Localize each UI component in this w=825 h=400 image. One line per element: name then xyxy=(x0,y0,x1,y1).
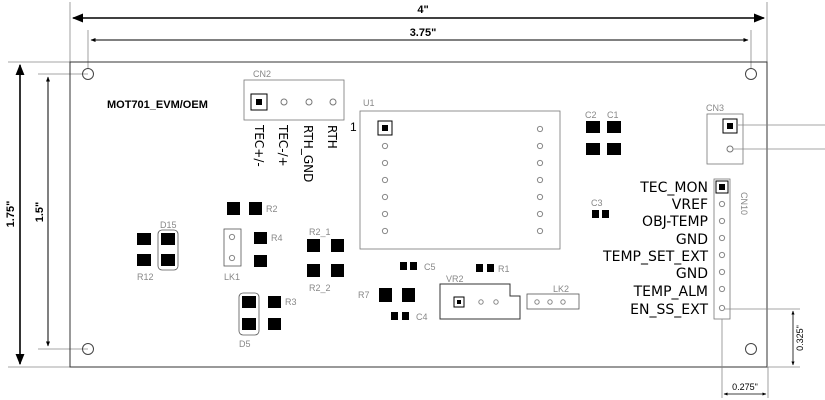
r3-ref: R3 xyxy=(285,297,297,307)
r1-ref: R1 xyxy=(498,264,510,274)
resistor-r4: R4 xyxy=(254,232,283,267)
c5-ref: C5 xyxy=(424,262,436,272)
cn2-pin-label: TEC-/+ xyxy=(276,124,290,167)
r4-ref: R4 xyxy=(271,233,283,243)
r2-2-ref: R2_2 xyxy=(309,283,331,293)
capacitor-c5: C5 xyxy=(400,262,436,272)
dimension-hole-spacing-y: 1.5" xyxy=(34,73,88,350)
module-u1: U1 1 xyxy=(350,98,561,250)
cn10-pin-label: TEMP_SET_EXT xyxy=(602,249,708,265)
u1-ref: U1 xyxy=(363,98,375,108)
jumper-lk1: LK1 xyxy=(223,228,242,282)
cn2-pin-label: RTH_GND xyxy=(301,125,315,182)
resistors-r2-1-r2-2: R2_1 R2_2 xyxy=(307,227,344,293)
mounting-hole xyxy=(745,343,757,355)
board-outline xyxy=(69,61,768,368)
cn10-pin-label: GND xyxy=(676,232,708,248)
cn10-pin-label: VREF xyxy=(672,197,708,213)
dimension-overall-height: 1.75" xyxy=(5,61,70,368)
mounting-hole xyxy=(82,343,94,355)
d15-ref: D15 xyxy=(160,220,177,230)
hole-spacing-x-label: 3.75" xyxy=(410,27,437,39)
u1-pin1-marker: 1 xyxy=(350,120,357,134)
overall-width-label: 4" xyxy=(417,4,428,16)
cn10-offset-x-label: 0.275" xyxy=(732,382,758,392)
dimension-cn10-offset-y: 0.325" xyxy=(725,308,805,368)
cn10-pin-label: TEC_MON xyxy=(639,180,708,196)
mounting-hole xyxy=(82,68,94,80)
board-title: MOT701_EVM/OEM xyxy=(107,99,208,111)
resistor-r2: R2 xyxy=(227,202,278,215)
resistor-r1: R1 xyxy=(476,264,510,274)
vr2-ref: VR2 xyxy=(446,274,464,284)
overall-height-label: 1.75" xyxy=(5,201,17,228)
cn10-ref: CN10 xyxy=(739,192,749,215)
cn2-ref: CN2 xyxy=(253,69,271,79)
r2-1-ref: R2_1 xyxy=(309,227,331,237)
cn10-pin-label: GND xyxy=(676,266,708,282)
cn10-offset-y-label: 0.325" xyxy=(795,325,805,351)
diode-d15: D15 xyxy=(157,220,179,271)
diode-d5: D5 xyxy=(238,292,260,349)
r12-ref: R12 xyxy=(137,272,154,282)
cn10-pin-label: EN_SS_EXT xyxy=(630,302,708,318)
c1-ref: C1 xyxy=(607,110,619,120)
capacitor-c3: C3 xyxy=(591,198,609,218)
cn2-pin-label: TEC+/- xyxy=(252,124,266,167)
capacitor-c4: C4 xyxy=(391,312,428,322)
mounting-hole xyxy=(745,68,757,80)
resistor-r7: R7 xyxy=(358,288,415,302)
d5-ref: D5 xyxy=(239,339,251,349)
cn10-pin-label: TEMP_ALM xyxy=(633,284,708,300)
resistor-r3: R3 xyxy=(268,296,297,330)
connector-cn3: CN3 xyxy=(706,103,825,165)
lk1-ref: LK1 xyxy=(224,272,240,282)
c4-ref: C4 xyxy=(416,312,428,322)
cn2-pin-label: RTH xyxy=(325,125,339,149)
hole-spacing-y-label: 1.5" xyxy=(34,202,46,223)
connector-cn2: CN2 TEC+/- TEC-/+ RTH_GND RTH xyxy=(243,69,345,182)
connector-cn10: CN10 TEC_MON VREF OBJ-TEMP GND TEMP_SET_… xyxy=(602,178,749,320)
resistor-r12: R12 xyxy=(137,233,154,282)
r2-ref: R2 xyxy=(266,204,278,214)
cn10-pin-label: OBJ-TEMP xyxy=(642,214,708,230)
lk2-ref: LK2 xyxy=(553,284,569,294)
c3-ref: C3 xyxy=(591,198,603,208)
cn3-ref: CN3 xyxy=(706,103,724,113)
r7-ref: R7 xyxy=(358,290,370,300)
capacitors-c1-c2: C2 C1 xyxy=(585,110,621,155)
c2-ref: C2 xyxy=(585,110,597,120)
trimmer-vr2: VR2 xyxy=(439,274,521,320)
jumper-lk2: LK2 xyxy=(526,284,580,310)
dimension-cn10-offset-x: 0.275" xyxy=(721,319,769,398)
dimension-overall-width: 4" xyxy=(69,2,768,62)
